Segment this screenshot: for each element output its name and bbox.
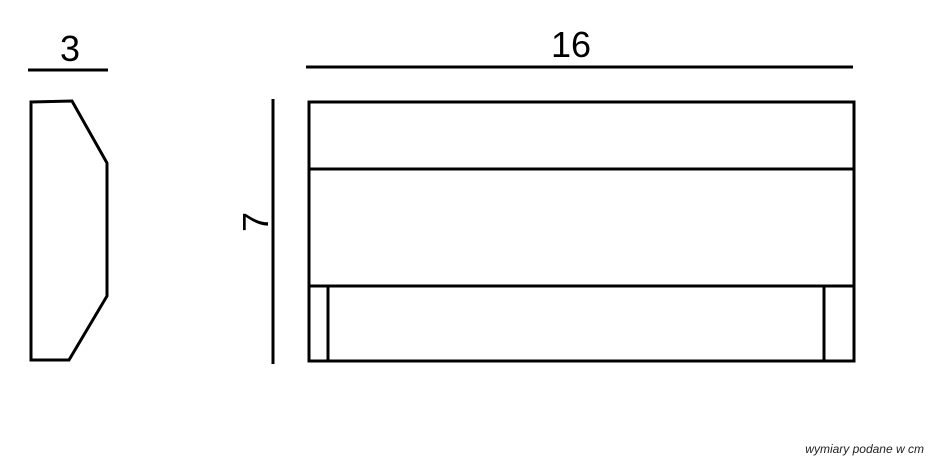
units-note: wymiary podane w cm [805,442,924,456]
depth-label: 3 [60,28,80,69]
height-label: 7 [235,212,276,232]
front-view-outline [307,100,856,363]
width-label: 16 [551,24,591,65]
side-view-profile [29,99,109,362]
